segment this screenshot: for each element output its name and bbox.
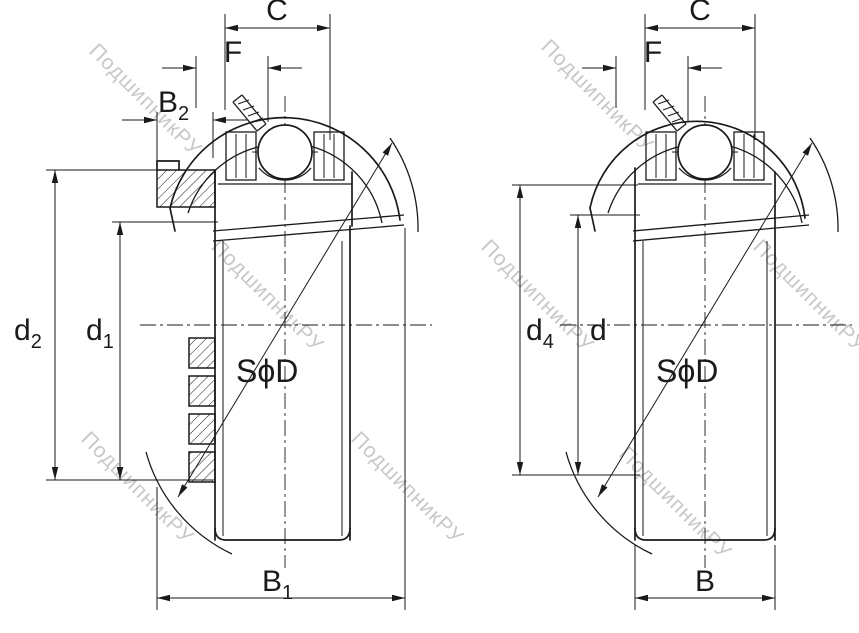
left-set-screw	[232, 94, 267, 132]
left-dim-b2-label: B2	[158, 86, 189, 125]
right-sphere-arc-bottom-left	[565, 451, 653, 555]
watermark-text: ПодшипникРУ	[84, 39, 206, 161]
left-dim-d2-label: d2	[14, 314, 42, 353]
right-dim-b-label: B	[695, 565, 715, 598]
left-dimensions: C F B2 d2 d1	[14, 0, 406, 610]
left-serration-strip	[188, 337, 216, 483]
left-sphere-arc-top-right	[389, 137, 419, 233]
watermark-text: ПодшипникРУ	[76, 427, 198, 549]
left-dim-c-label: C	[266, 0, 288, 27]
right-figure: C F d4 d SϕD B	[512, 0, 852, 610]
right-dim-d-label: d	[590, 314, 607, 347]
watermark-text: ПодшипникРУ	[206, 235, 328, 357]
left-figure: C F B2 d2 d1	[14, 0, 432, 610]
right-ball	[677, 124, 733, 180]
right-dim-c-label: C	[689, 0, 711, 27]
left-dim-d1-label: d1	[86, 314, 114, 353]
right-set-screw	[652, 94, 687, 132]
right-dim-sphere-label: SϕD	[656, 353, 718, 389]
watermark-text: ПодшипникРУ	[748, 235, 859, 357]
right-dim-f-label: F	[644, 36, 662, 69]
watermark-text: ПодшипникРУ	[614, 442, 736, 564]
right-seal-right	[733, 131, 765, 181]
left-seal-right	[313, 131, 345, 181]
right-dimensions: C F d4 d SϕD B	[512, 0, 813, 610]
left-seal-left	[225, 131, 257, 181]
right-sphere-arc-top-right	[809, 137, 839, 233]
watermarks: ПодшипникРУ ПодшипникРУ ПодшипникРУ Подш…	[76, 35, 859, 564]
left-dim-sphere-label: SϕD	[236, 353, 298, 389]
watermark-text: ПодшипникРУ	[536, 35, 658, 157]
left-sphere-arc-bottom-left	[145, 451, 233, 555]
left-locking-collar	[156, 160, 216, 208]
left-dim-b1-label: B1	[262, 565, 293, 604]
left-dim-f-label: F	[224, 36, 242, 69]
right-dim-d4-label: d4	[526, 314, 554, 353]
left-ball	[257, 124, 313, 180]
watermark-text: ПодшипникРУ	[346, 427, 468, 549]
